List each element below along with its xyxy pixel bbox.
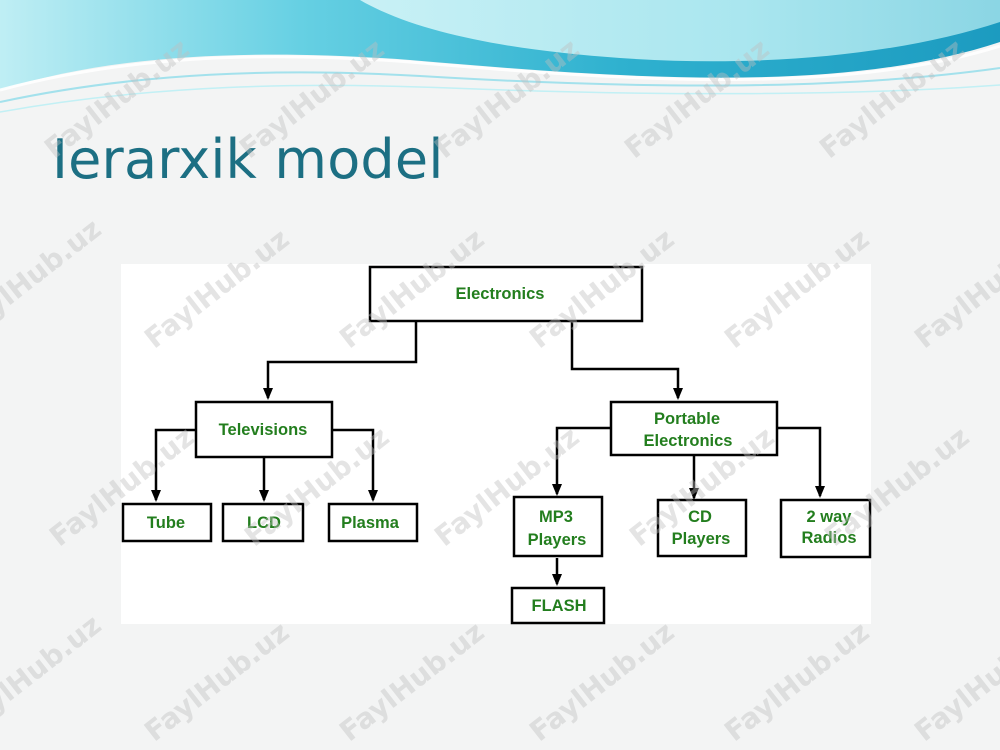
connector-portable-to-radios — [777, 426, 825, 498]
connector-electronics-to-portable-electronics — [570, 322, 683, 400]
node-tube: Tube — [121, 502, 213, 543]
node-label-portable-electronics-line-2: Electronics — [644, 432, 733, 450]
node-label-mp3-line-2: Players — [528, 531, 587, 549]
connector-electronics-to-televisions — [263, 322, 418, 400]
connectors — [151, 322, 825, 586]
node-box-portable-electronics — [609, 400, 779, 457]
node-box-tube — [121, 502, 213, 543]
node-box-flash — [510, 586, 606, 625]
node-box-electronics — [368, 265, 644, 323]
node-electronics: Electronics — [368, 265, 644, 323]
node-label-mp3-line-1: MP3 — [539, 508, 573, 526]
node-portable-electronics: Portable Electronics — [609, 400, 779, 457]
node-label-radios-line-2: Radios — [801, 529, 856, 547]
node-label-cd-line-1: CD — [688, 508, 712, 526]
node-label-portable-electronics-line-1: Portable — [654, 410, 720, 428]
node-box-plasma — [327, 502, 419, 543]
node-televisions: Televisions — [194, 400, 334, 459]
slide-title: Ierarxik model — [52, 128, 444, 191]
node-label-flash: FLASH — [532, 597, 587, 615]
node-box-cd-players — [656, 498, 748, 558]
node-cd-players: CD Players — [656, 498, 748, 558]
node-2-way-radios: 2 way Radios — [779, 498, 872, 559]
node-label-radios-line-1: 2 way — [807, 508, 853, 526]
node-label-cd-line-2: Players — [672, 530, 731, 548]
connector-portable-to-mp3 — [552, 426, 611, 496]
node-plasma: Plasma — [327, 502, 419, 543]
connector-televisions-to-tube — [151, 428, 196, 502]
node-box-mp3-players — [512, 495, 604, 558]
node-label-electronics: Electronics — [456, 285, 545, 303]
node-label-lcd: LCD — [247, 514, 281, 532]
node-box-lcd — [221, 502, 305, 543]
node-lcd: LCD — [221, 502, 305, 543]
connector-televisions-to-plasma — [332, 428, 378, 502]
node-box-2-way-radios — [779, 498, 872, 559]
node-mp3-players: MP3 Players — [512, 495, 604, 558]
node-label-televisions: Televisions — [219, 421, 308, 439]
node-box-televisions — [194, 400, 334, 459]
node-label-tube: Tube — [147, 514, 185, 532]
node-label-plasma: Plasma — [341, 514, 400, 532]
header-wave-decoration — [0, 0, 1000, 113]
node-flash: FLASH — [510, 586, 606, 625]
